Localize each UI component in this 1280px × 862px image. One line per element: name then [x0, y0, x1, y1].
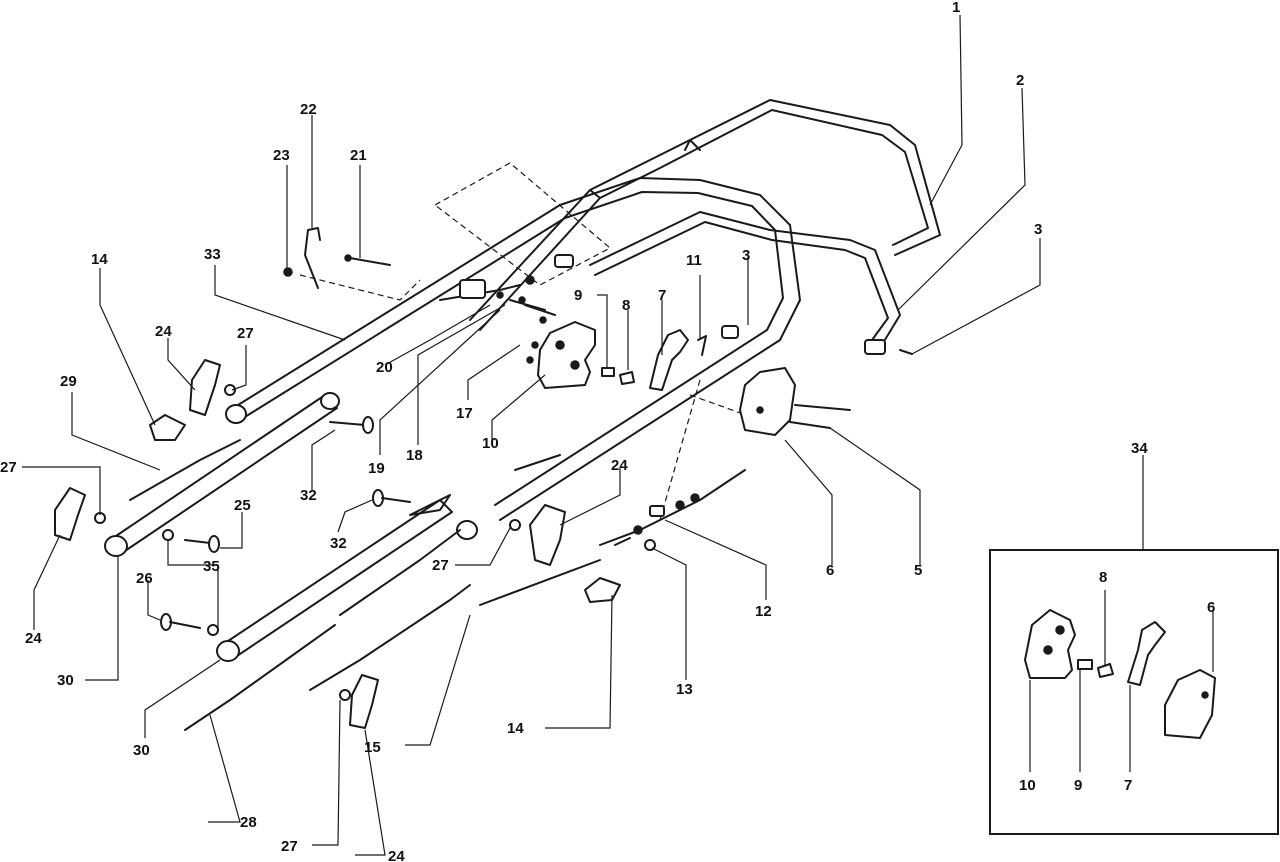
- washer-35b: [207, 624, 219, 636]
- inset-callout-7: 7: [1124, 777, 1132, 794]
- callout-33: 33: [204, 246, 221, 263]
- knob-24-upper: [189, 359, 221, 416]
- callout-13: 13: [676, 681, 693, 698]
- inset-lever-7: [1127, 621, 1166, 686]
- bolt-21: [344, 254, 391, 266]
- spacer-9: [601, 367, 615, 377]
- control-housing-right-6: [739, 367, 796, 436]
- callout-27: 27: [281, 838, 298, 855]
- callout-24: 24: [25, 630, 42, 647]
- leader-lines: [22, 14, 1144, 856]
- callout-15: 15: [364, 739, 381, 756]
- callout-32: 32: [330, 535, 347, 552]
- bolt-25: [184, 535, 220, 553]
- callout-34: 34: [1131, 440, 1148, 457]
- callout-20: 20: [376, 359, 393, 376]
- middle-handle: [589, 211, 901, 355]
- callout-14: 14: [507, 720, 524, 737]
- cable-adjuster-12: [614, 493, 700, 546]
- callout-29: 29: [60, 373, 77, 390]
- knob-24-mid: [529, 504, 566, 566]
- callout-2: 2: [1016, 72, 1024, 89]
- inset-housing-6: [1164, 669, 1216, 739]
- washer-35a: [162, 529, 174, 541]
- spring-hook-22: [304, 227, 321, 289]
- spring-8: [619, 371, 635, 385]
- callout-27: 27: [0, 459, 17, 476]
- knob-24-left: [54, 487, 86, 541]
- callout-26: 26: [136, 570, 153, 587]
- clip-14-upper: [149, 414, 186, 441]
- callout-24: 24: [388, 848, 405, 862]
- callout-32: 32: [300, 487, 317, 504]
- inset-spring-8: [1097, 663, 1114, 678]
- upper-handle: [469, 99, 941, 331]
- callout-7: 7: [658, 287, 666, 304]
- inset-callout-6: 6: [1207, 599, 1215, 616]
- inset-kit-34: [989, 549, 1279, 835]
- callout-19: 19: [368, 460, 385, 477]
- callout-30: 30: [57, 672, 74, 689]
- inset-housing-10: [1024, 609, 1076, 679]
- callout-1: 1: [952, 0, 960, 16]
- callout-9: 9: [574, 287, 582, 304]
- washer-27-upper: [224, 384, 236, 396]
- callout-17: 17: [456, 405, 473, 422]
- callout-27: 27: [432, 557, 449, 574]
- callout-21: 21: [350, 147, 367, 164]
- callout-12: 12: [755, 603, 772, 620]
- callout-10: 10: [482, 435, 499, 452]
- callout-6: 6: [826, 562, 834, 579]
- clip-14-lower: [584, 577, 621, 603]
- control-housing-left-10: [526, 316, 596, 389]
- callout-8: 8: [622, 297, 630, 314]
- nut-23: [283, 267, 293, 277]
- control-lever-7: [649, 329, 689, 391]
- control-cable: [129, 284, 746, 731]
- screw-11: [697, 335, 707, 356]
- knob-24-lower: [349, 674, 379, 729]
- callout-3: 3: [742, 247, 750, 264]
- inset-callout-8: 8: [1099, 569, 1107, 586]
- callout-35: 35: [203, 558, 220, 575]
- bolt-26: [160, 613, 201, 631]
- callout-14: 14: [91, 251, 108, 268]
- lower-tube-right: [216, 494, 453, 662]
- callout-28: 28: [240, 814, 257, 831]
- bolt-32-lower: [372, 489, 411, 507]
- inset-callout-9: 9: [1074, 777, 1082, 794]
- callout-3: 3: [1034, 221, 1042, 238]
- callout-labels: 1 2 3 3 5 6 7 8 9 10 11 12 13 14 14 15 1…: [0, 0, 1215, 862]
- inset-callout-10: 10: [1019, 777, 1036, 794]
- callout-24: 24: [611, 457, 628, 474]
- callout-22: 22: [300, 101, 317, 118]
- callout-25: 25: [234, 497, 251, 514]
- screw-5b: [789, 421, 831, 429]
- callout-11: 11: [686, 252, 702, 269]
- callout-18: 18: [406, 447, 423, 464]
- bolt-32-upper: [329, 416, 374, 434]
- screw-5a: [794, 404, 851, 411]
- main-handle-frame: [225, 177, 801, 540]
- lower-tube-left: [104, 392, 340, 557]
- nut-13: [644, 539, 656, 551]
- plug-3: [721, 325, 739, 339]
- callout-30: 30: [133, 742, 150, 759]
- callout-5: 5: [914, 562, 922, 579]
- callout-24: 24: [155, 323, 172, 340]
- callout-27: 27: [237, 325, 254, 342]
- handle-brackets: [459, 254, 574, 316]
- callout-23: 23: [273, 147, 290, 164]
- inset-spacer-9: [1077, 659, 1093, 670]
- washer-27-mid: [509, 519, 521, 531]
- plug-3b: [899, 349, 913, 355]
- washer-27-lower: [339, 689, 351, 701]
